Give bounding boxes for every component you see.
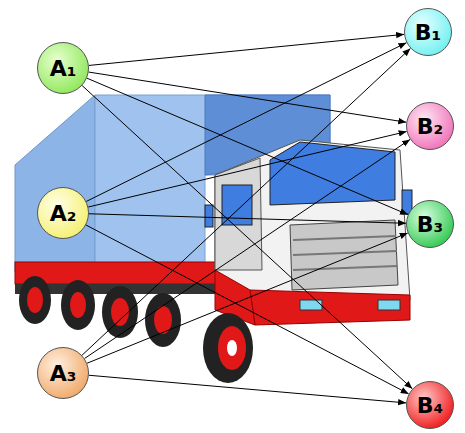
circle-node: A₁ <box>37 42 89 94</box>
arrow-line <box>89 72 407 122</box>
cab-body <box>215 140 410 300</box>
hub <box>227 340 237 356</box>
rear-wheels <box>19 276 181 347</box>
side-window <box>222 185 252 225</box>
circle-node: B₁ <box>404 8 452 56</box>
cab-side <box>215 158 262 270</box>
arrow-line <box>88 132 406 207</box>
arrow-line <box>89 214 406 224</box>
node-label: A₃ <box>50 361 77 386</box>
arrow-line <box>87 78 408 214</box>
windshield <box>270 142 395 205</box>
arrow-line <box>87 233 408 363</box>
node-label: A₁ <box>50 56 77 81</box>
node-label: A₂ <box>50 201 77 226</box>
arrow-line <box>86 43 406 202</box>
front-rim <box>218 326 246 370</box>
arrow-line <box>82 48 410 355</box>
node-label: B₂ <box>417 114 443 139</box>
arrow-line <box>89 375 406 403</box>
headlight <box>300 300 322 310</box>
arrow-line <box>85 139 411 358</box>
grille-bars <box>293 236 397 270</box>
node-label: B₄ <box>417 393 443 418</box>
node-label: B₃ <box>417 212 443 237</box>
circle-node: B₃ <box>406 200 454 248</box>
arrow-line <box>82 86 412 389</box>
circle-node: A₂ <box>37 187 89 239</box>
circle-node: A₃ <box>37 347 89 399</box>
mirror <box>205 205 213 227</box>
node-label: B₁ <box>415 20 441 45</box>
circle-node: B₂ <box>406 102 454 150</box>
trailer-back <box>15 95 95 272</box>
arrow-line <box>86 225 409 394</box>
grille <box>290 220 398 290</box>
headlight <box>378 300 400 310</box>
arrow-line <box>89 34 404 65</box>
bumper <box>250 290 410 325</box>
circle-node: B₄ <box>406 381 454 429</box>
front-tire <box>203 313 253 383</box>
